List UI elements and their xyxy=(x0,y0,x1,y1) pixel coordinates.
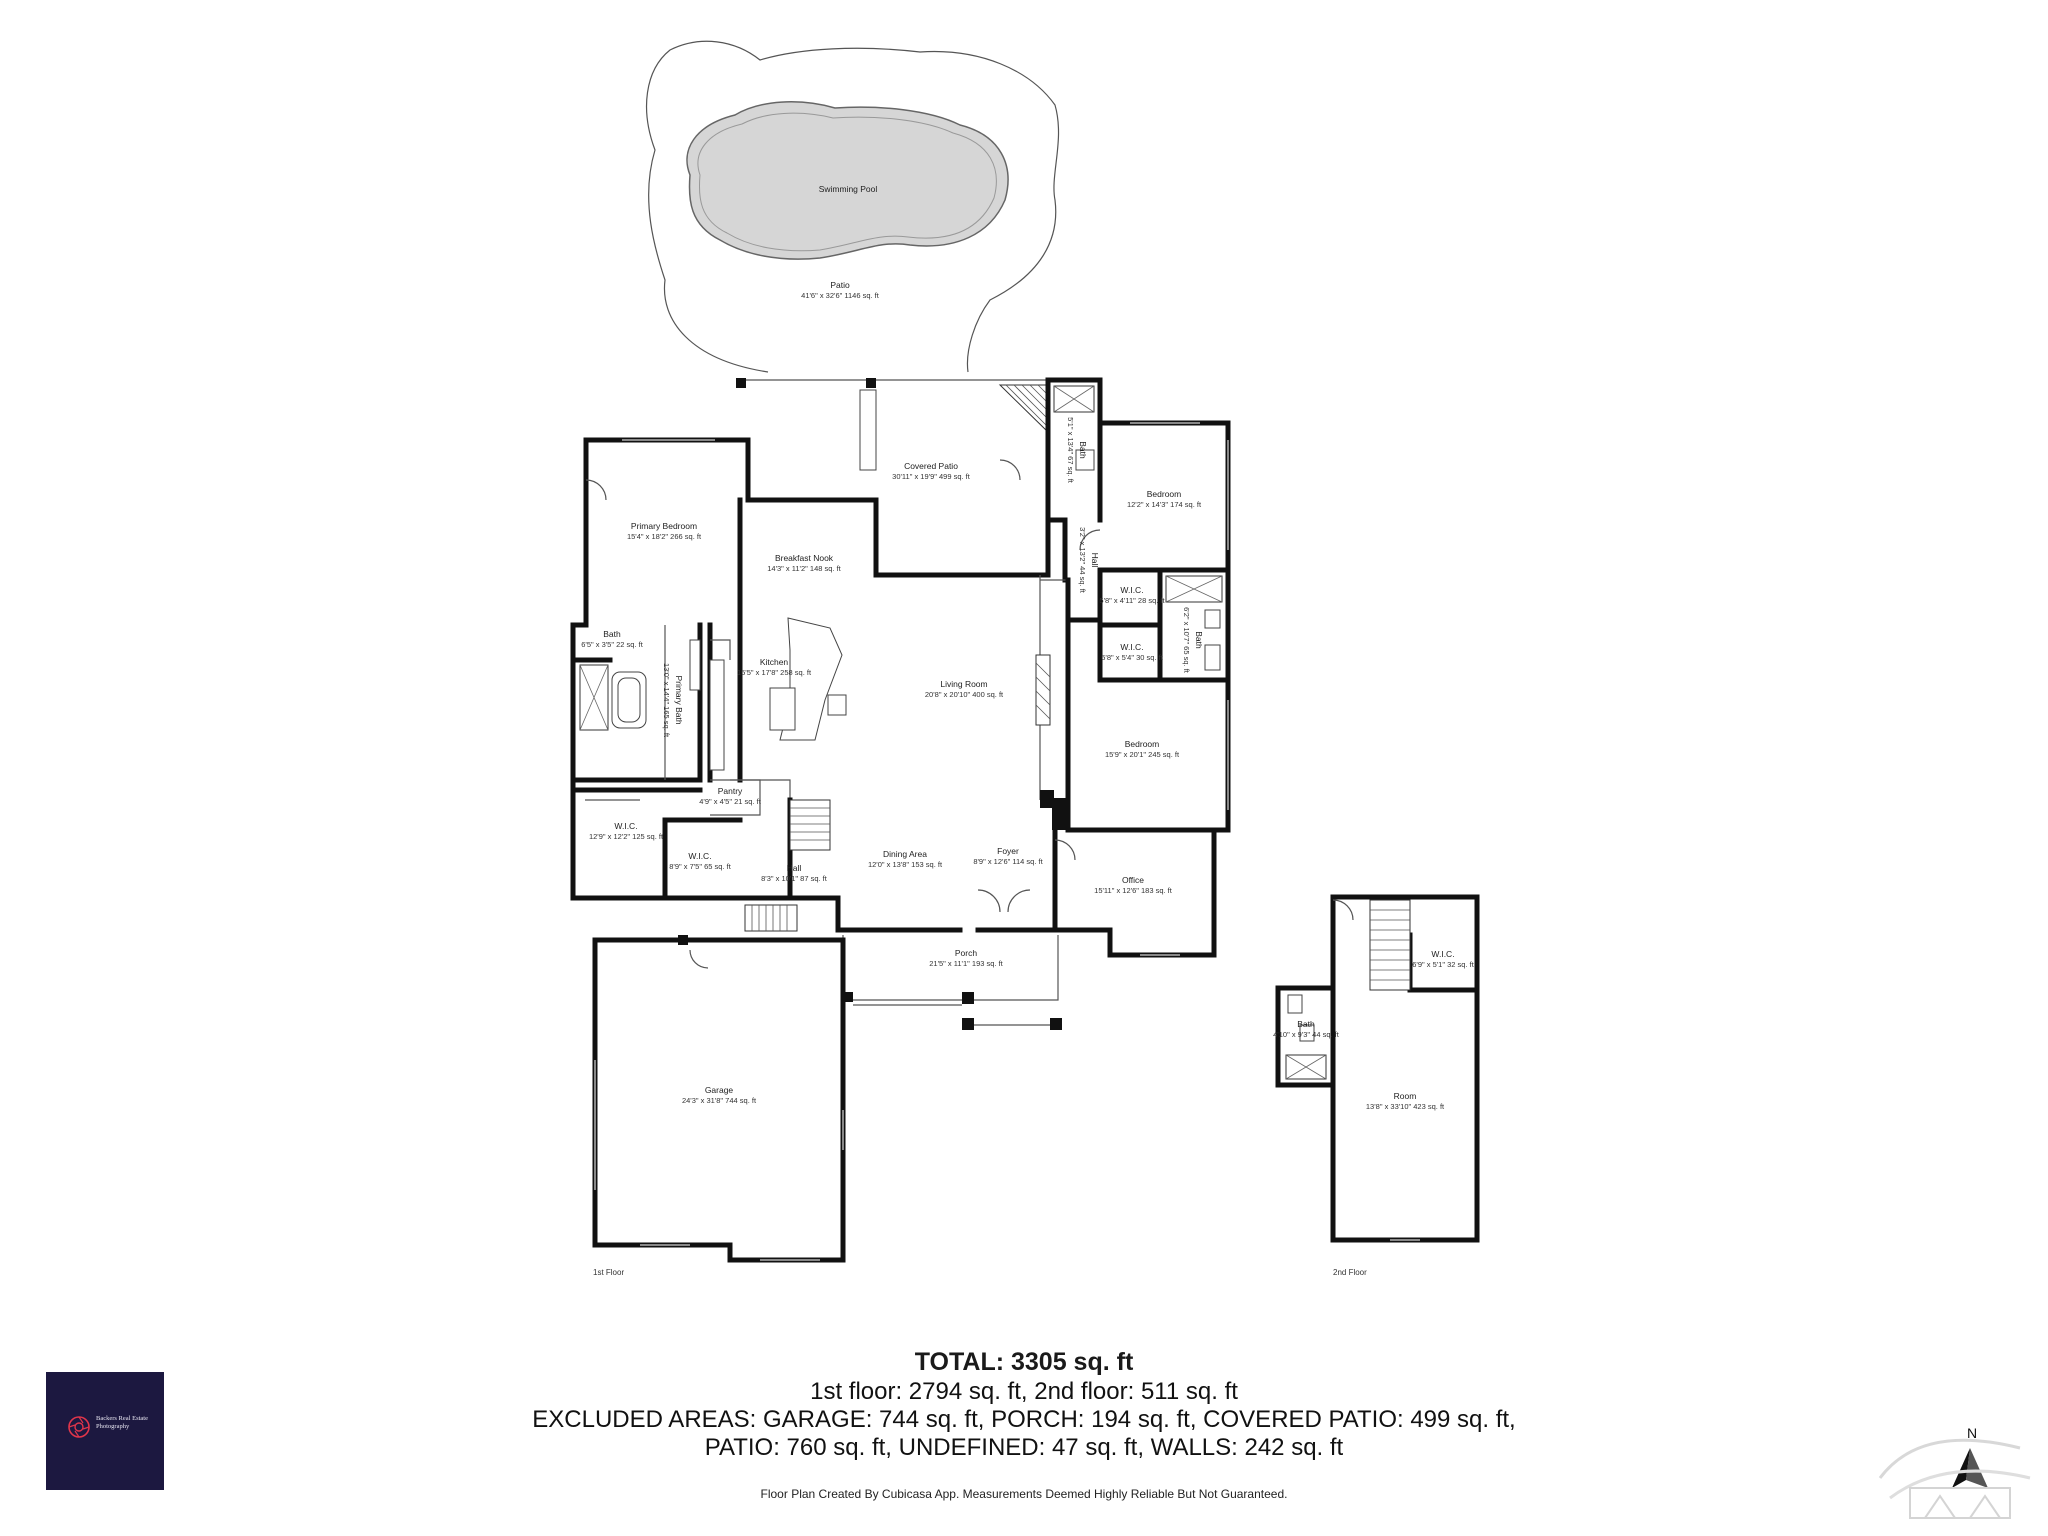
disclaimer-note: Floor Plan Created By Cubicasa App. Meas… xyxy=(760,1487,1288,1501)
wic-right-2-dims: 5'8" x 5'4" 30 sq. ft xyxy=(1101,653,1163,662)
dining-area-label: Dining Area xyxy=(883,849,927,859)
total-area: TOTAL: 3305 sq. ft xyxy=(914,1348,1134,1376)
porch-dims: 21'5" x 11'1" 193 sq. ft xyxy=(929,959,1003,968)
compass-label: N xyxy=(1967,1425,1977,1441)
wic-right-1-dims: 5'8" x 4'11" 28 sq. ft xyxy=(1099,596,1165,605)
first-floor-room-labels: Covered Patio 30'11" x 19'9" 499 sq. ft … xyxy=(581,417,1204,1277)
bath-2nd-dims: 4'10" x 9'3" 44 sq. ft xyxy=(1273,1030,1340,1039)
primary-bedroom-label: Primary Bedroom xyxy=(631,521,697,531)
hall-right-label: Hall xyxy=(1090,553,1100,568)
foyer-label: Foyer xyxy=(997,846,1019,856)
patio-dims: 41'6" x 32'6" 1146 sq. ft xyxy=(801,291,880,300)
garage-label: Garage xyxy=(705,1085,734,1095)
second-floor-room-labels: W.I.C. 6'9" x 5'1" 32 sq. ft Bath 4'10" … xyxy=(1273,949,1475,1277)
breakfast-nook-label: Breakfast Nook xyxy=(775,553,834,563)
bedroom-1-label: Bedroom xyxy=(1147,489,1182,499)
wic-right-1-label: W.I.C. xyxy=(1120,585,1143,595)
wic-primary-label: W.I.C. xyxy=(614,821,637,831)
bath-2nd-label: Bath xyxy=(1297,1019,1315,1029)
swimming-pool-label: Swimming Pool xyxy=(819,184,878,194)
compass-arrow-icon xyxy=(1952,1448,1970,1488)
wic-2nd-dims: 6'9" x 5'1" 32 sq. ft xyxy=(1412,960,1474,969)
floor-areas: 1st floor: 2794 sq. ft, 2nd floor: 511 s… xyxy=(810,1378,1238,1405)
bath-upper-right-dims: 5'1" x 13'4" 67 sq. ft xyxy=(1066,417,1075,484)
primary-bath-dims: 13'0" x 14'4" 165 sq. ft xyxy=(662,663,671,738)
bath-upper-right-label: Bath xyxy=(1078,441,1088,459)
first-floor-walls xyxy=(570,377,1231,1263)
wic-hall-dims: 8'9" x 7'5" 65 sq. ft xyxy=(669,862,731,871)
compass: N xyxy=(1952,1425,1988,1488)
covered-patio-dims: 30'11" x 19'9" 499 sq. ft xyxy=(892,472,971,481)
kitchen-dims: 15'5" x 17'8" 258 sq. ft xyxy=(737,668,812,677)
wic-2nd-label: W.I.C. xyxy=(1431,949,1454,959)
brand-watermark-icon xyxy=(1878,1438,2031,1519)
office-label: Office xyxy=(1122,875,1144,885)
covered-patio-label: Covered Patio xyxy=(904,461,958,471)
photographer-logo: Backers Real Estate Photography xyxy=(46,1372,164,1490)
second-floor-label: 2nd Floor xyxy=(1333,1268,1367,1277)
primary-bedroom-dims: 15'4" x 18'2" 266 sq. ft xyxy=(627,532,702,541)
bedroom-1-dims: 12'2" x 14'3" 174 sq. ft xyxy=(1127,500,1202,509)
excluded-areas-1: EXCLUDED AREAS: GARAGE: 744 sq. ft, PORC… xyxy=(532,1406,1516,1433)
bath-right-dims: 6'2" x 10'7" 65 sq. ft xyxy=(1182,607,1191,674)
photographer-name: Backers Real Estate Photography xyxy=(96,1415,148,1430)
wic-hall-label: W.I.C. xyxy=(688,851,711,861)
bedroom-2-label: Bedroom xyxy=(1125,739,1160,749)
foyer-dims: 8'9" x 12'6" 114 sq. ft xyxy=(973,857,1043,866)
living-room-dims: 20'8" x 20'10" 400 sq. ft xyxy=(925,690,1004,699)
hall-dims: 8'3" x 10'1" 87 sq. ft xyxy=(761,874,828,883)
room-2nd-dims: 13'8" x 33'10" 423 sq. ft xyxy=(1366,1102,1445,1111)
patio-outline xyxy=(645,40,1060,373)
living-room-label: Living Room xyxy=(940,679,987,689)
bath-right-label: Bath xyxy=(1194,631,1204,649)
hall-label: Hall xyxy=(787,863,802,873)
first-floor-label: 1st Floor xyxy=(593,1268,624,1277)
garage-dims: 24'3" x 31'8" 744 sq. ft xyxy=(682,1096,757,1105)
office-dims: 15'11" x 12'6" 183 sq. ft xyxy=(1094,886,1173,895)
excluded-areas-2: PATIO: 760 sq. ft, UNDEFINED: 47 sq. ft,… xyxy=(704,1434,1344,1461)
pantry-label: Pantry xyxy=(718,786,743,796)
breakfast-nook-dims: 14'3" x 11'2" 148 sq. ft xyxy=(767,564,841,573)
swimming-pool-shape xyxy=(686,101,1009,260)
wic-right-2-label: W.I.C. xyxy=(1120,642,1143,652)
bedroom-2-dims: 15'9" x 20'1" 245 sq. ft xyxy=(1105,750,1180,759)
wic-primary-dims: 12'9" x 12'2" 125 sq. ft xyxy=(589,832,664,841)
porch-label: Porch xyxy=(955,948,977,958)
kitchen-label: Kitchen xyxy=(760,657,789,667)
room-2nd-label: Room xyxy=(1394,1091,1417,1101)
bath-primary-small-label: Bath xyxy=(603,629,621,639)
hall-right-dims: 3'2" x 13'2" 44 sq. ft xyxy=(1078,527,1087,594)
primary-bath-label: Primary Bath xyxy=(674,675,684,724)
photography-logo-icon xyxy=(68,1416,90,1438)
dining-area-dims: 12'0" x 13'8" 153 sq. ft xyxy=(868,860,943,869)
second-floor-walls xyxy=(1275,894,1480,1243)
bath-primary-small-dims: 6'5" x 3'5" 22 sq. ft xyxy=(581,640,643,649)
patio-label: Patio xyxy=(830,280,850,290)
pantry-dims: 4'9" x 4'5" 21 sq. ft xyxy=(699,797,761,806)
